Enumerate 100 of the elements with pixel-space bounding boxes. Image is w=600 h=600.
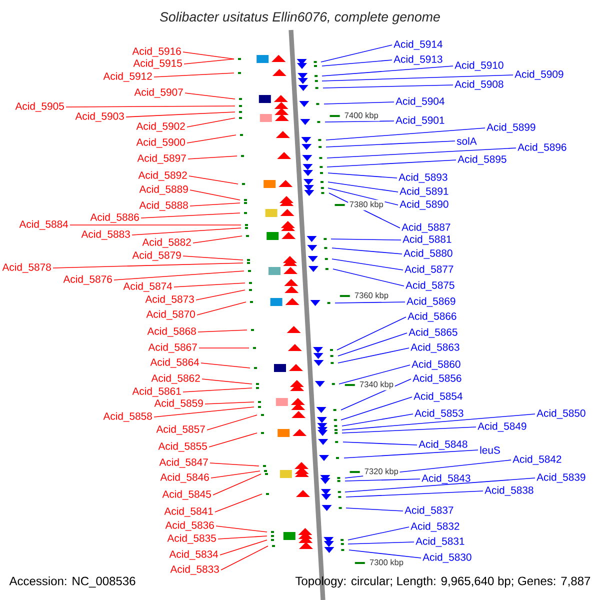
- gene-label: Acid_5849: [478, 422, 526, 432]
- leader-line: [188, 156, 238, 160]
- gene-label: Acid_5835: [167, 534, 216, 544]
- scale-label: 7300 kbp: [368, 558, 405, 568]
- gene-label: Acid_5850: [536, 409, 586, 419]
- leader-line: [140, 212, 240, 218]
- leader-line: [70, 224, 242, 226]
- leader-line: [188, 176, 238, 184]
- leader-line: [66, 106, 236, 108]
- gene-label: Acid_5878: [2, 263, 51, 273]
- gene-label: Acid_5903: [75, 112, 124, 122]
- leader-line: [208, 432, 258, 448]
- gene-label: Acid_5910: [454, 61, 504, 71]
- gene-label: Acid_5856: [412, 374, 462, 384]
- gene-label: Acid_5838: [484, 486, 534, 496]
- leader-line: [342, 414, 536, 430]
- leader-line: [182, 388, 252, 392]
- gene-label: Acid_5884: [19, 220, 68, 230]
- leader-line: [328, 188, 398, 206]
- gene-label: Acid_5883: [81, 230, 130, 240]
- leader-line: [184, 58, 234, 64]
- leader-line: [322, 74, 514, 82]
- leader-line: [204, 402, 254, 404]
- leader-line: [328, 182, 398, 192]
- leader-line: [52, 262, 244, 268]
- leader-line: [338, 332, 408, 356]
- gene-label: leuS: [480, 446, 500, 454]
- gene-label: Acid_5873: [145, 295, 194, 305]
- gene-label: Acid_5833: [170, 565, 219, 575]
- gene-label: Acid_5865: [408, 328, 458, 338]
- leader-line: [186, 134, 236, 144]
- gene-label: Acid_5864: [150, 358, 200, 368]
- gene-label: Acid_5916: [132, 47, 181, 57]
- leader-line: [326, 148, 516, 158]
- gene-label: Acid_5904: [396, 97, 444, 107]
- leader-line: [344, 478, 536, 492]
- gene-label: Acid_5908: [454, 80, 504, 90]
- leader-line: [342, 426, 476, 434]
- gene-label: Acid_5842: [512, 455, 562, 465]
- leader-line: [126, 112, 236, 118]
- gene-label: Acid_5857: [156, 425, 205, 435]
- leader-line: [326, 140, 456, 148]
- gene-label: Acid_5858: [103, 412, 152, 422]
- leader-line: [336, 316, 406, 350]
- gene-label: Acid_5841: [164, 507, 213, 517]
- leader-line: [200, 362, 250, 368]
- gene-label: Acid_5875: [406, 281, 454, 291]
- leader-line: [184, 92, 236, 100]
- leader-line: [190, 202, 240, 206]
- gene-label: Acid_5887: [402, 223, 450, 233]
- leader-line: [340, 378, 412, 410]
- gene-label: Acid_5861: [132, 387, 181, 397]
- leader-line: [332, 268, 404, 286]
- gene-label: Acid_5860: [412, 360, 460, 370]
- leader-line: [220, 540, 268, 556]
- gene-label: Acid_5855: [158, 442, 207, 452]
- leader-line: [342, 442, 418, 446]
- leader-line: [344, 450, 478, 458]
- accession-text: Accession: NC_008536: [9, 576, 136, 588]
- gene-label: Acid_5895: [458, 155, 506, 165]
- leader-line: [186, 118, 236, 128]
- gene-label: Acid_5876: [63, 275, 112, 285]
- gene-label: Acid_5899: [486, 123, 536, 133]
- leader-line: [192, 236, 242, 244]
- gene-label: Acid_5888: [139, 201, 188, 211]
- gene-label: Acid_5896: [518, 143, 566, 153]
- leader-line: [348, 550, 422, 558]
- gene-label: Acid_5862: [151, 374, 200, 384]
- leader-line: [328, 172, 398, 178]
- leader-line: [320, 44, 392, 62]
- gene-label: Acid_5854: [414, 392, 462, 402]
- gene-label: Acid_5897: [137, 154, 186, 164]
- gene-label: Acid_5891: [400, 187, 448, 197]
- gene-label: Acid_5843: [422, 474, 470, 484]
- gene-label: Acid_5907: [134, 88, 183, 98]
- leader-line: [182, 52, 234, 60]
- gene-label: Acid_5902: [136, 122, 185, 132]
- genome-info-text: Topology: circular; Length: 9,965,640 bp; Genes: 7,887: [295, 576, 590, 588]
- gene-label: Acid_5881: [402, 235, 452, 245]
- leader-line: [346, 490, 484, 498]
- scale-label: 7380 kbp: [348, 200, 385, 210]
- leader-line: [214, 494, 262, 512]
- gene-label: Acid_5892: [138, 171, 187, 181]
- leader-line: [220, 546, 268, 570]
- leader-line: [202, 378, 252, 384]
- leader-line: [348, 542, 414, 544]
- leader-line: [114, 270, 244, 280]
- gene-label: Acid_5900: [136, 138, 185, 148]
- leader-line: [154, 72, 234, 78]
- gene-label: Acid_5889: [139, 185, 188, 195]
- gene-label: Acid_5893: [398, 173, 448, 183]
- gene-label: solA: [456, 137, 477, 145]
- gene-label: Acid_5913: [394, 55, 442, 65]
- gene-label: Acid_5877: [404, 265, 454, 275]
- gene-label: Acid_5874: [123, 282, 172, 292]
- leader-line: [326, 160, 456, 168]
- leader-line: [198, 330, 248, 332]
- leader-line: [218, 536, 268, 540]
- gene-label: Acid_5848: [418, 440, 468, 450]
- leader-line: [332, 258, 404, 270]
